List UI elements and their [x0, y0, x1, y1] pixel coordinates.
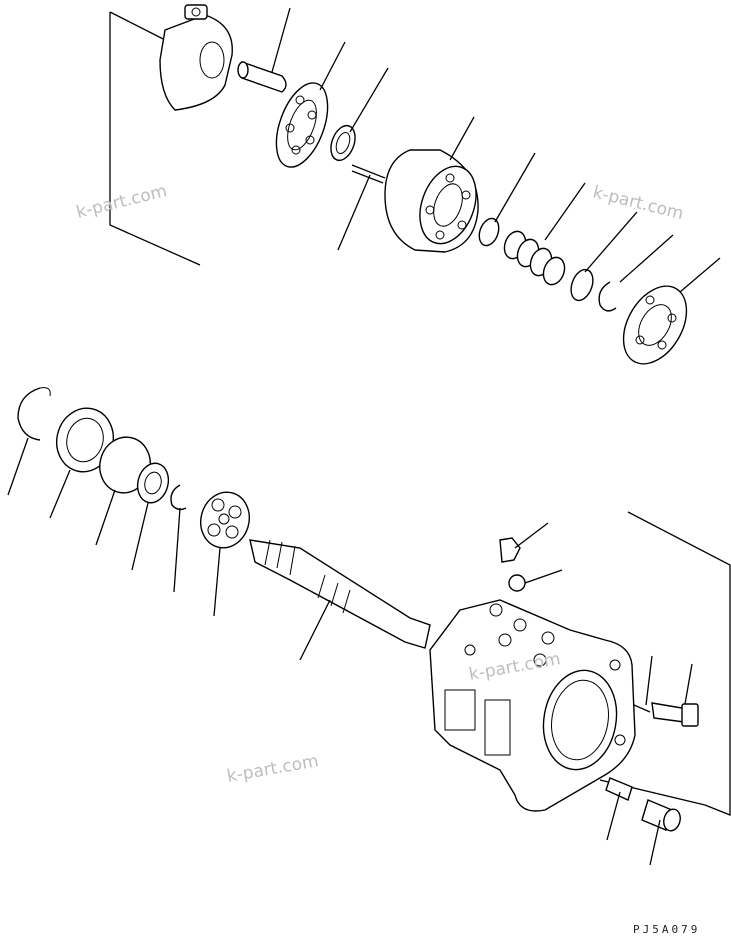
watermark-1: k-part.com: [74, 181, 169, 223]
watermark-2: k-part.com: [591, 182, 686, 224]
spring-lower: [605, 777, 633, 801]
washer: [570, 268, 594, 302]
snap-ring-upper: [598, 281, 617, 312]
shim-ring: [478, 217, 500, 247]
upper-leader-lines: [271, 7, 721, 293]
snap-ring-large: [17, 387, 51, 441]
end-cover: [159, 4, 233, 111]
center-pin: [237, 61, 287, 93]
frame-lines: [109, 11, 731, 816]
ball-bearing: [136, 462, 170, 504]
plug-lower: [641, 799, 681, 832]
spring-stack: [503, 230, 566, 286]
watermark-4: k-part.com: [225, 751, 320, 787]
oil-seal: [56, 407, 114, 473]
ball: [508, 574, 526, 592]
lower-leader-lines: [7, 437, 693, 866]
swash-plate: [622, 285, 688, 365]
retainer: [200, 491, 250, 549]
bolt-right: [651, 702, 699, 727]
bearing-ring: [330, 124, 356, 162]
guide-pin: [351, 164, 386, 184]
drawing-code: PJ5A079: [633, 923, 700, 936]
valve-plate: [275, 82, 329, 168]
pump-housing: [429, 599, 636, 812]
snap-ring-small: [170, 484, 187, 511]
cylinder-block: [384, 149, 479, 253]
drive-shaft: [249, 539, 431, 649]
plug-top: [499, 537, 521, 563]
small-pin-right: [633, 704, 651, 713]
